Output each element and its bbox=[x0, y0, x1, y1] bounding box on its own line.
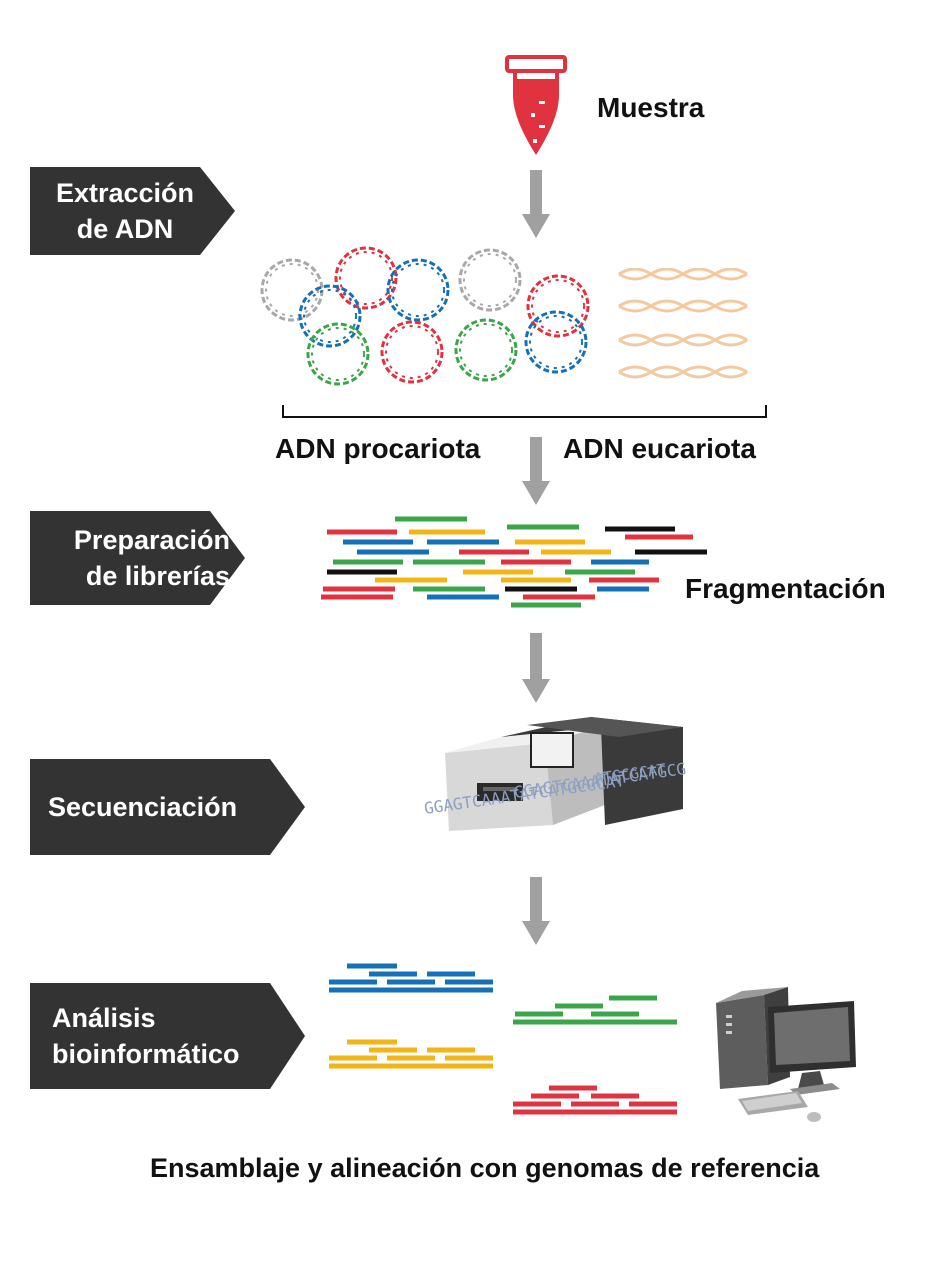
fragment-group bbox=[321, 516, 707, 608]
dna-circle-green bbox=[454, 318, 518, 382]
step-line: Preparación bbox=[73, 525, 230, 555]
analysis-label: Ensamblaje y alineación con genomas de r… bbox=[150, 1153, 820, 1183]
step-line: bioinformático bbox=[52, 1039, 240, 1069]
step-bioinformatics: Análisis bioinformático bbox=[30, 983, 305, 1089]
sample-label: Muestra bbox=[597, 92, 705, 123]
down-arrow-icon bbox=[522, 877, 550, 945]
prokaryote-dna-group bbox=[260, 246, 590, 386]
dna-circle-green bbox=[306, 322, 370, 386]
dna-bracket bbox=[282, 405, 767, 418]
step-line: Secuenciación bbox=[48, 792, 238, 822]
dna-circle-red bbox=[380, 320, 444, 384]
step-arrow-shape bbox=[30, 511, 245, 605]
step-line: Análisis bbox=[52, 1003, 156, 1033]
fragmentation-label: Fragmentación bbox=[685, 573, 886, 604]
prokaryote-label: ADN procariota bbox=[275, 433, 481, 464]
sequence-text-arc: GGAGTCAAATATCATGCGCAT GGAGTCAAATATCATGCG… bbox=[423, 760, 687, 818]
dna-circle-red bbox=[526, 274, 590, 338]
dna-circle-red bbox=[334, 246, 398, 310]
step-dna-extraction: Extracción de ADN bbox=[30, 167, 300, 255]
step-arrow-shape bbox=[30, 983, 305, 1089]
step-line: de librerías bbox=[85, 561, 230, 591]
dna-circle-gray bbox=[260, 258, 324, 322]
eukaryote-label: ADN eucariota bbox=[563, 433, 756, 464]
step-arrow-shape bbox=[30, 759, 305, 855]
step-line: Extracción bbox=[55, 178, 195, 208]
dna-circle-blue bbox=[524, 310, 588, 374]
computer-icon bbox=[716, 987, 856, 1122]
step-arrow-shape bbox=[30, 167, 235, 255]
down-arrow-icon bbox=[522, 437, 550, 505]
dna-circle-gray bbox=[458, 248, 522, 312]
dna-circle-blue bbox=[386, 258, 450, 322]
step-line: de ADN bbox=[76, 214, 174, 244]
eukaryote-dna-helices bbox=[618, 268, 748, 379]
step-sequencing: Secuenciación bbox=[30, 759, 305, 855]
sequencer-icon bbox=[445, 717, 683, 831]
down-arrow-icon bbox=[522, 633, 550, 703]
down-arrow-icon bbox=[522, 170, 550, 238]
sample-tube-icon bbox=[505, 55, 567, 155]
step-library-prep: Preparación de librerías bbox=[30, 511, 300, 605]
aligned-reads bbox=[329, 963, 677, 1115]
